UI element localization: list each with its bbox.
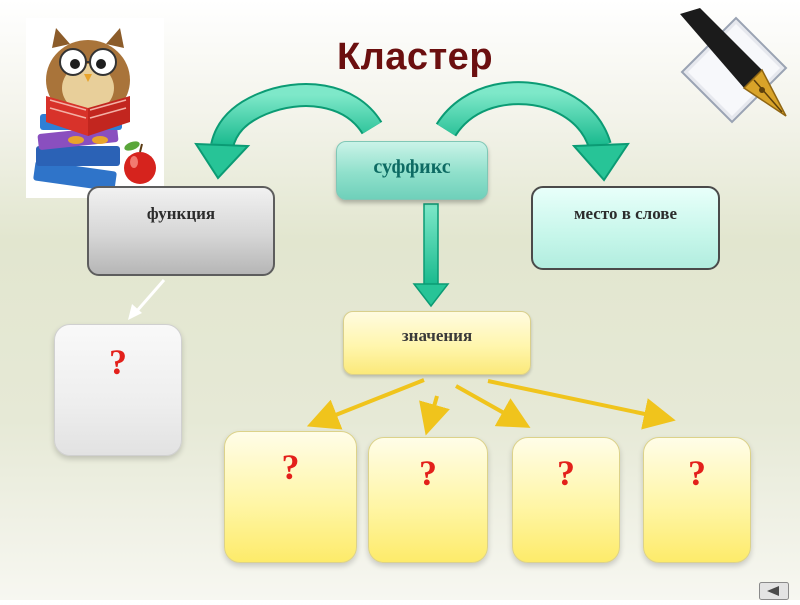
node-znacheniya: значения	[343, 311, 531, 375]
arrow-to-znach	[412, 203, 450, 308]
question-box-znachenie-2: ?	[368, 437, 488, 563]
arrow-to-q4	[487, 379, 676, 430]
node-mesto-v-slove: место в слове	[531, 186, 720, 270]
center-node-suffix: суффикс	[336, 141, 488, 200]
arrow-to-q2	[419, 395, 450, 436]
question-box-znachenie-3: ?	[512, 437, 620, 563]
slide-title: Кластер	[336, 36, 494, 78]
question-box-znachenie-4: ?	[643, 437, 751, 563]
question-box-funktsiya: ?	[54, 324, 182, 456]
arrow-to-left-question	[128, 279, 166, 320]
node-funktsiya: функция	[87, 186, 275, 276]
question-box-znachenie-1: ?	[224, 431, 357, 563]
arrow-to-q3	[455, 384, 531, 428]
back-arrow-icon[interactable]	[759, 582, 789, 600]
arrow-to-q1	[306, 378, 425, 430]
owl-reading-books-icon	[26, 18, 164, 198]
fountain-pen-icon	[674, 6, 794, 128]
